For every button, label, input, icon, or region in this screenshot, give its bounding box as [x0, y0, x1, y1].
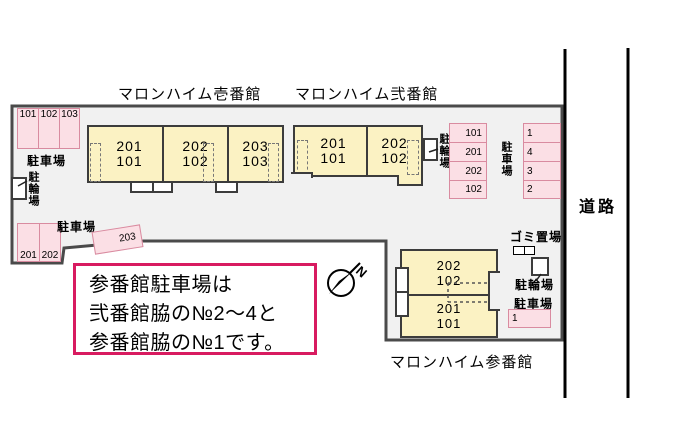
bicycle-box-right [531, 257, 549, 276]
building1-porch-1 [130, 181, 173, 193]
unit-lower: 102 [436, 272, 462, 288]
balcony-dashed [407, 140, 419, 175]
parking-stall: 201 [18, 224, 40, 261]
bicycle-label-left: 駐輪場 [27, 171, 39, 207]
parking-stall: 3 [524, 162, 560, 181]
building1-unit-2: 202 102 [164, 127, 229, 181]
unit-upper: 201 [436, 301, 462, 316]
unit-lower: 101 [116, 153, 143, 169]
note-box: 参番館駐車場は 弐番館脇の№2～4と 参番館脇の№1です。 [73, 263, 317, 355]
parking-stall: 101 [450, 124, 486, 143]
porch-divider [397, 291, 407, 293]
unit-upper: 202 [182, 138, 209, 154]
parking-area-road-side: 1 4 3 2 [523, 123, 561, 199]
parking-stall: 1 [524, 124, 560, 143]
bicycle-label-building2: 駐輪場 [438, 133, 450, 169]
unit-upper: 201 [320, 135, 347, 151]
unit-lower: 101 [436, 316, 462, 331]
building3-porch [395, 267, 409, 317]
building2-step-cut [291, 172, 313, 178]
bicycle-box-building2 [423, 138, 438, 161]
unit-upper: 203 [242, 138, 269, 154]
parking-stall: 2 [527, 184, 533, 195]
unit-lower: 103 [242, 153, 269, 169]
note-line-3: 参番館脇の№1です。 [89, 332, 285, 354]
building1: 201 101 202 102 203 103 [87, 125, 284, 183]
parking-stall: 101 [18, 109, 39, 148]
building3-unit-1: 202 102 [402, 251, 496, 296]
unit-lower: 102 [182, 153, 209, 169]
parking-stall: 102 [465, 184, 482, 195]
balcony-dashed [90, 143, 101, 182]
building1-title: マロンハイム壱番館 [118, 86, 262, 103]
unit-upper: 202 [436, 257, 462, 273]
parking-label-bottom-left: 駐車場 [57, 220, 97, 234]
note-line-1: 参番館駐車場は [89, 274, 233, 296]
bicycle-label-right: 駐輪場 [515, 278, 555, 292]
unit-lower: 101 [320, 150, 347, 166]
parking-area-top-left: 101 102 103 [17, 108, 80, 149]
building3-unit-2: 201 101 [402, 296, 496, 336]
building2-unit-2: 202 102 [368, 127, 421, 175]
building1-unit-1: 201 101 [89, 127, 164, 181]
balcony-dashed [297, 140, 308, 175]
building2-tab [397, 175, 423, 186]
unit-upper: 201 [116, 138, 143, 154]
garbage-box [513, 246, 525, 255]
porch-divider [152, 183, 154, 191]
parking-stall: 102 [39, 109, 60, 148]
building1-porch-2 [215, 181, 238, 193]
building1-unit-3: 203 103 [229, 127, 282, 181]
parking-stall: 201 [450, 143, 486, 162]
garbage-box [524, 246, 535, 255]
garbage-label: ゴミ置場 [510, 230, 563, 244]
building2-title: マロンハイム弐番館 [295, 86, 439, 103]
building3-title: マロンハイム参番館 [390, 354, 534, 371]
note-line-2: 弐番館脇の№2～4と [89, 303, 278, 325]
building3-notch [488, 271, 500, 311]
parking-area-bottom-left: 201 202 [17, 223, 61, 262]
unit-upper: 202 [381, 135, 408, 151]
garbage-boxes [513, 246, 535, 255]
building3: 202 102 201 101 [400, 249, 498, 338]
parking-label-top-left: 駐車場 [27, 154, 67, 168]
parking-stall: 202 [450, 162, 486, 181]
balcony-dashed [203, 143, 214, 182]
building2-unit-1: 201 101 [295, 127, 368, 175]
parking-area-building2-side: 101 201 202 102 [449, 123, 487, 199]
parking-stall-building3: 1 [508, 309, 551, 328]
building2: 201 101 202 102 [293, 125, 423, 177]
parking-stall: 103 [61, 109, 78, 120]
parking-label-right: 駐車場 [514, 297, 554, 311]
parking-label-mid: 駐車場 [500, 141, 512, 177]
parking-stall: 202 [41, 250, 59, 261]
parking-stall: 4 [524, 143, 560, 162]
road-label: 道路 [579, 199, 618, 216]
bicycle-box-left [11, 177, 27, 200]
unit-lower: 102 [381, 150, 408, 166]
balcony-dashed [268, 143, 279, 182]
